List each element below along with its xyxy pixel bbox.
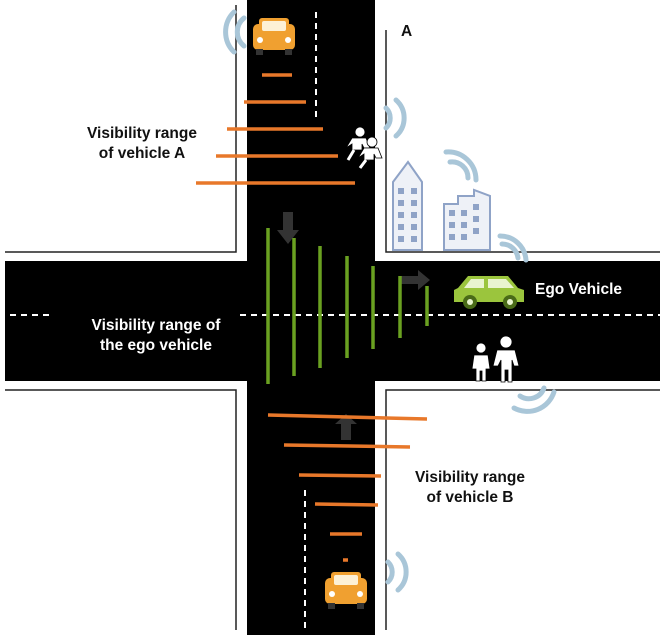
building-icon xyxy=(443,188,491,251)
building-icon xyxy=(392,160,423,251)
direction-arrows xyxy=(277,212,430,440)
vehicle-b-range-label: Visibility range of vehicle B xyxy=(396,468,544,508)
vehicle-b-visibility-range xyxy=(267,413,428,562)
ego-car-icon xyxy=(454,276,524,309)
wifi-icon xyxy=(385,551,409,593)
ego-range-label-line2: the ego vehicle xyxy=(100,337,212,354)
vehicle-a-range-label-line1: Visibility range xyxy=(87,125,197,142)
pedestrian-icon xyxy=(357,136,384,169)
range-bar xyxy=(283,443,411,449)
ego-visibility-range xyxy=(266,228,429,384)
lane-markings xyxy=(10,12,660,628)
pedestrian-icon xyxy=(471,342,491,382)
wifi-icon xyxy=(443,149,479,183)
wifi-icon xyxy=(511,385,557,414)
vehicle-b-range-label-line1: Visibility range xyxy=(415,469,525,486)
range-bar xyxy=(267,413,428,421)
arrow-up-icon xyxy=(335,414,357,440)
wifi-icon xyxy=(223,9,247,55)
corner-marker-label: A xyxy=(401,23,413,40)
wifi-icon xyxy=(497,233,529,263)
arrow-right-icon xyxy=(400,270,430,290)
road-edges xyxy=(5,5,660,630)
vehicle-a-range-label: Visibility range of vehicle A xyxy=(68,124,216,164)
pedestrian-icon xyxy=(492,335,520,383)
wifi-icon xyxy=(383,97,407,139)
vehicle-b-range-label-line2: of vehicle B xyxy=(426,489,514,506)
vehicle-a-car-icon xyxy=(253,18,295,55)
ego-vehicle-label: Ego Vehicle xyxy=(535,281,623,298)
vehicle-b-car-icon xyxy=(325,572,367,609)
range-bar xyxy=(314,502,379,507)
ego-range-label-line1: Visibility range of xyxy=(91,317,221,334)
range-bar xyxy=(298,473,382,478)
ego-range-label: Visibility range of the ego vehicle xyxy=(72,316,240,356)
vehicle-a-visibility-range xyxy=(196,73,355,185)
arrow-down-icon xyxy=(277,212,299,244)
vehicle-a-range-label-line2: of vehicle A xyxy=(98,145,186,162)
